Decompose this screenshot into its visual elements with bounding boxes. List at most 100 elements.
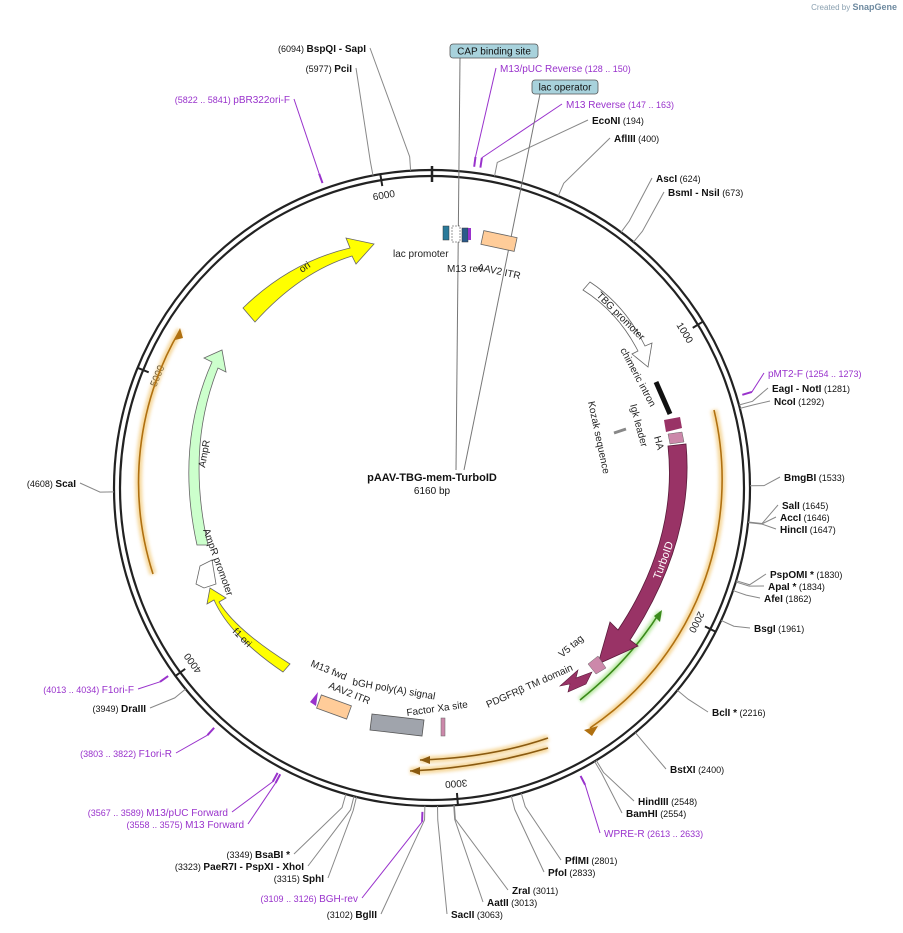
feature-pdgfrb-tm: PDGFRβ TM domain — [485, 663, 593, 711]
enzyme-leader-line — [437, 805, 448, 915]
enzyme-leader-line — [620, 177, 653, 233]
enzyme-leader-line — [453, 805, 509, 891]
feature-label-ampr: AmpR — [197, 439, 213, 468]
orf-arrows — [135, 328, 726, 775]
primer-leader-line — [247, 782, 276, 825]
enzyme-label: (3949) DraIII — [92, 704, 146, 715]
tick-mark — [137, 366, 150, 374]
enzyme-sites: (6094) BspQI - SapI (5977) PciI EcoNI (194… — [27, 44, 850, 921]
enzyme-leader-line — [720, 619, 751, 629]
feature-label-ha: HA — [651, 435, 665, 452]
boxed-label-bg — [531, 79, 599, 95]
primer-mark — [579, 775, 587, 786]
enzyme-leader-line — [327, 796, 357, 879]
enzyme-leader-line — [594, 761, 623, 814]
plasmid-name: pAAV-TBG-mem-TurboID — [367, 472, 497, 484]
feature-ha: HA — [651, 431, 685, 452]
enzyme-label: SacII (3063) — [451, 910, 503, 921]
primer-leader-line — [137, 681, 161, 690]
feature-ampr: AmpR — [188, 349, 227, 546]
enzyme-label: AatII (3013) — [487, 898, 537, 909]
feature-tbg-promoter: TBG promoter — [582, 281, 653, 368]
enzyme-label: AccI (1646) — [780, 513, 830, 524]
enzyme-label: (5977) PciI — [306, 64, 353, 75]
primer-label: (3567 .. 3589) M13/pUC Forward — [88, 808, 228, 819]
enzyme-label: HincII (1647) — [780, 525, 836, 536]
enzyme-label: BsmI - NsiI (673) — [668, 188, 743, 199]
primer-label: (3558 .. 3575) M13 Forward — [127, 820, 244, 831]
primer-leader-line — [474, 67, 497, 157]
enzyme-leader-line — [355, 67, 374, 176]
primer-mark — [473, 156, 477, 167]
tick-mark — [704, 625, 717, 633]
enzyme-label: BmgBI (1533) — [784, 473, 845, 484]
enzyme-leader-line — [293, 793, 347, 855]
tick-label: 1000 — [674, 321, 695, 346]
enzyme-leader-line — [749, 476, 781, 487]
enzyme-leader-line — [748, 504, 779, 525]
enzyme-label: AflIII (400) — [614, 134, 659, 145]
feature-turboid: TurboID — [597, 443, 688, 665]
plasmid-size: 6160 bp — [414, 486, 451, 497]
enzyme-label: AscI (624) — [656, 174, 701, 185]
boxed-features: CAP binding site lac operator — [449, 43, 599, 471]
primer-label: (3109 .. 3126) BGH-rev — [261, 894, 358, 905]
feature-lac-promoter: lac promoter M13 rev — [393, 225, 483, 275]
feature-label-aav2-itr: AAV2 ITR — [476, 262, 521, 282]
enzyme-label: EcoNI (194) — [592, 116, 644, 127]
credit-brand: SnapGene — [852, 2, 897, 12]
enzyme-label: (3315) SphI — [274, 874, 324, 885]
enzyme-label: ApaI * (1834) — [768, 582, 825, 593]
primer-leader-line — [175, 734, 208, 754]
enzyme-label: BclI * (2216) — [712, 708, 766, 719]
primer-label: (3803 .. 3822) F1ori-R — [80, 749, 172, 760]
enzyme-leader-line — [633, 191, 665, 243]
enzyme-leader-line — [453, 805, 484, 903]
primer-mark — [742, 390, 753, 396]
enzyme-leader-line — [510, 795, 545, 873]
feature-label-kozak: Kozak sequence — [585, 400, 611, 475]
tick-mark — [692, 320, 704, 329]
feature-label-v5-tag: V5 tag — [557, 633, 586, 660]
boxed-label: lac operator — [539, 83, 592, 94]
boxed-label: CAP binding site — [457, 47, 531, 58]
enzyme-label: (3102) BglII — [327, 910, 377, 921]
primer-mark — [274, 773, 282, 784]
enzyme-label: PspOMI * (1830) — [770, 570, 842, 581]
enzyme-leader-line — [557, 137, 611, 197]
enzyme-label: BstXI (2400) — [670, 765, 724, 776]
primer-label: M13/pUC Reverse (128 .. 150) — [500, 64, 631, 75]
tick-mark — [174, 668, 186, 677]
feature-label-m13-fwd: M13 fwd — [309, 659, 348, 683]
enzyme-label: BamHI (2554) — [626, 809, 686, 820]
primer-label: WPRE-R (2613 .. 2633) — [604, 829, 703, 840]
tick-mark — [379, 174, 384, 187]
enzyme-leader-line — [307, 796, 355, 867]
primer-leader-line — [584, 784, 601, 834]
enzyme-leader-line — [380, 805, 426, 915]
primer-mark — [479, 157, 483, 168]
enzyme-label: (4608) ScaI — [27, 479, 76, 490]
feature-label-m13-rev: M13 rev — [447, 264, 483, 275]
feature-kozak: Kozak sequence — [585, 400, 627, 475]
primer-leader-line — [481, 103, 563, 159]
feature-label-igk-leader: Igk leader — [627, 403, 649, 449]
feature-label-pdgfrb-tm: PDGFRβ TM domain — [485, 663, 575, 711]
enzyme-leader-line — [595, 760, 635, 802]
enzyme-leader-line — [736, 573, 767, 586]
enzyme-label: AfeI (1862) — [764, 594, 811, 605]
enzyme-label: PflMI (2801) — [565, 856, 617, 867]
tick-mark — [455, 792, 459, 806]
primer-leader-line — [361, 821, 423, 899]
enzyme-leader-line — [748, 522, 777, 530]
enzyme-leader-line — [634, 732, 667, 770]
enzyme-label: PfoI (2833) — [548, 868, 595, 879]
enzyme-label: (3349) BsaBI * — [226, 850, 290, 861]
enzyme-leader-line — [738, 387, 769, 406]
enzyme-leader-line — [739, 400, 771, 409]
enzyme-leader-line — [149, 688, 186, 709]
enzyme-label: (6094) BspQI - SapI — [278, 44, 366, 55]
credit-prefix: Created by — [811, 3, 851, 12]
enzyme-leader-line — [369, 47, 412, 171]
